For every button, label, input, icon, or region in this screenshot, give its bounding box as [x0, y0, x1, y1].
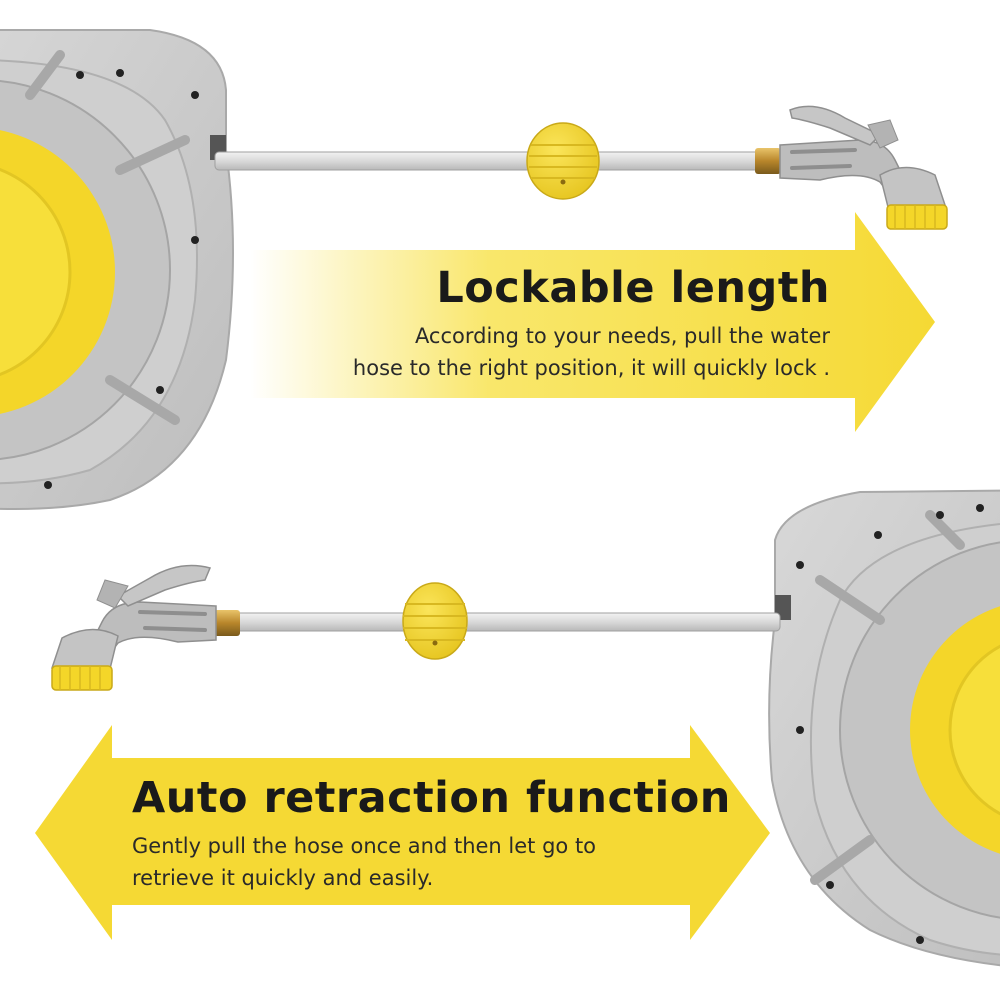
spray-nozzle-icon [51, 564, 240, 691]
hose-stopper-ball-icon [526, 122, 600, 200]
hose-reel-icon [0, 29, 234, 510]
feature-description-line: According to your needs, pull the water [414, 324, 830, 348]
right-arrow-icon [250, 212, 935, 432]
spray-nozzle-icon [755, 105, 948, 230]
feature-auto-retraction: Auto retraction function Gently pull the… [132, 772, 752, 894]
feature-description-line: Gently pull the hose once and then let g… [132, 834, 597, 858]
hose-icon [214, 151, 761, 171]
feature-lockable-length: Lockable length According to your needs,… [300, 262, 830, 384]
hose-icon [231, 612, 781, 632]
hose-reel-icon [768, 489, 1000, 967]
double-arrow-icon [35, 725, 770, 940]
feature-description-line: retrieve it quickly and easily. [132, 866, 434, 890]
hose-stopper-ball-icon [402, 582, 468, 660]
feature-title: Auto retraction function [132, 773, 731, 823]
feature-title: Lockable length [436, 263, 830, 313]
feature-description-line: hose to the right position, it will quic… [352, 356, 830, 380]
